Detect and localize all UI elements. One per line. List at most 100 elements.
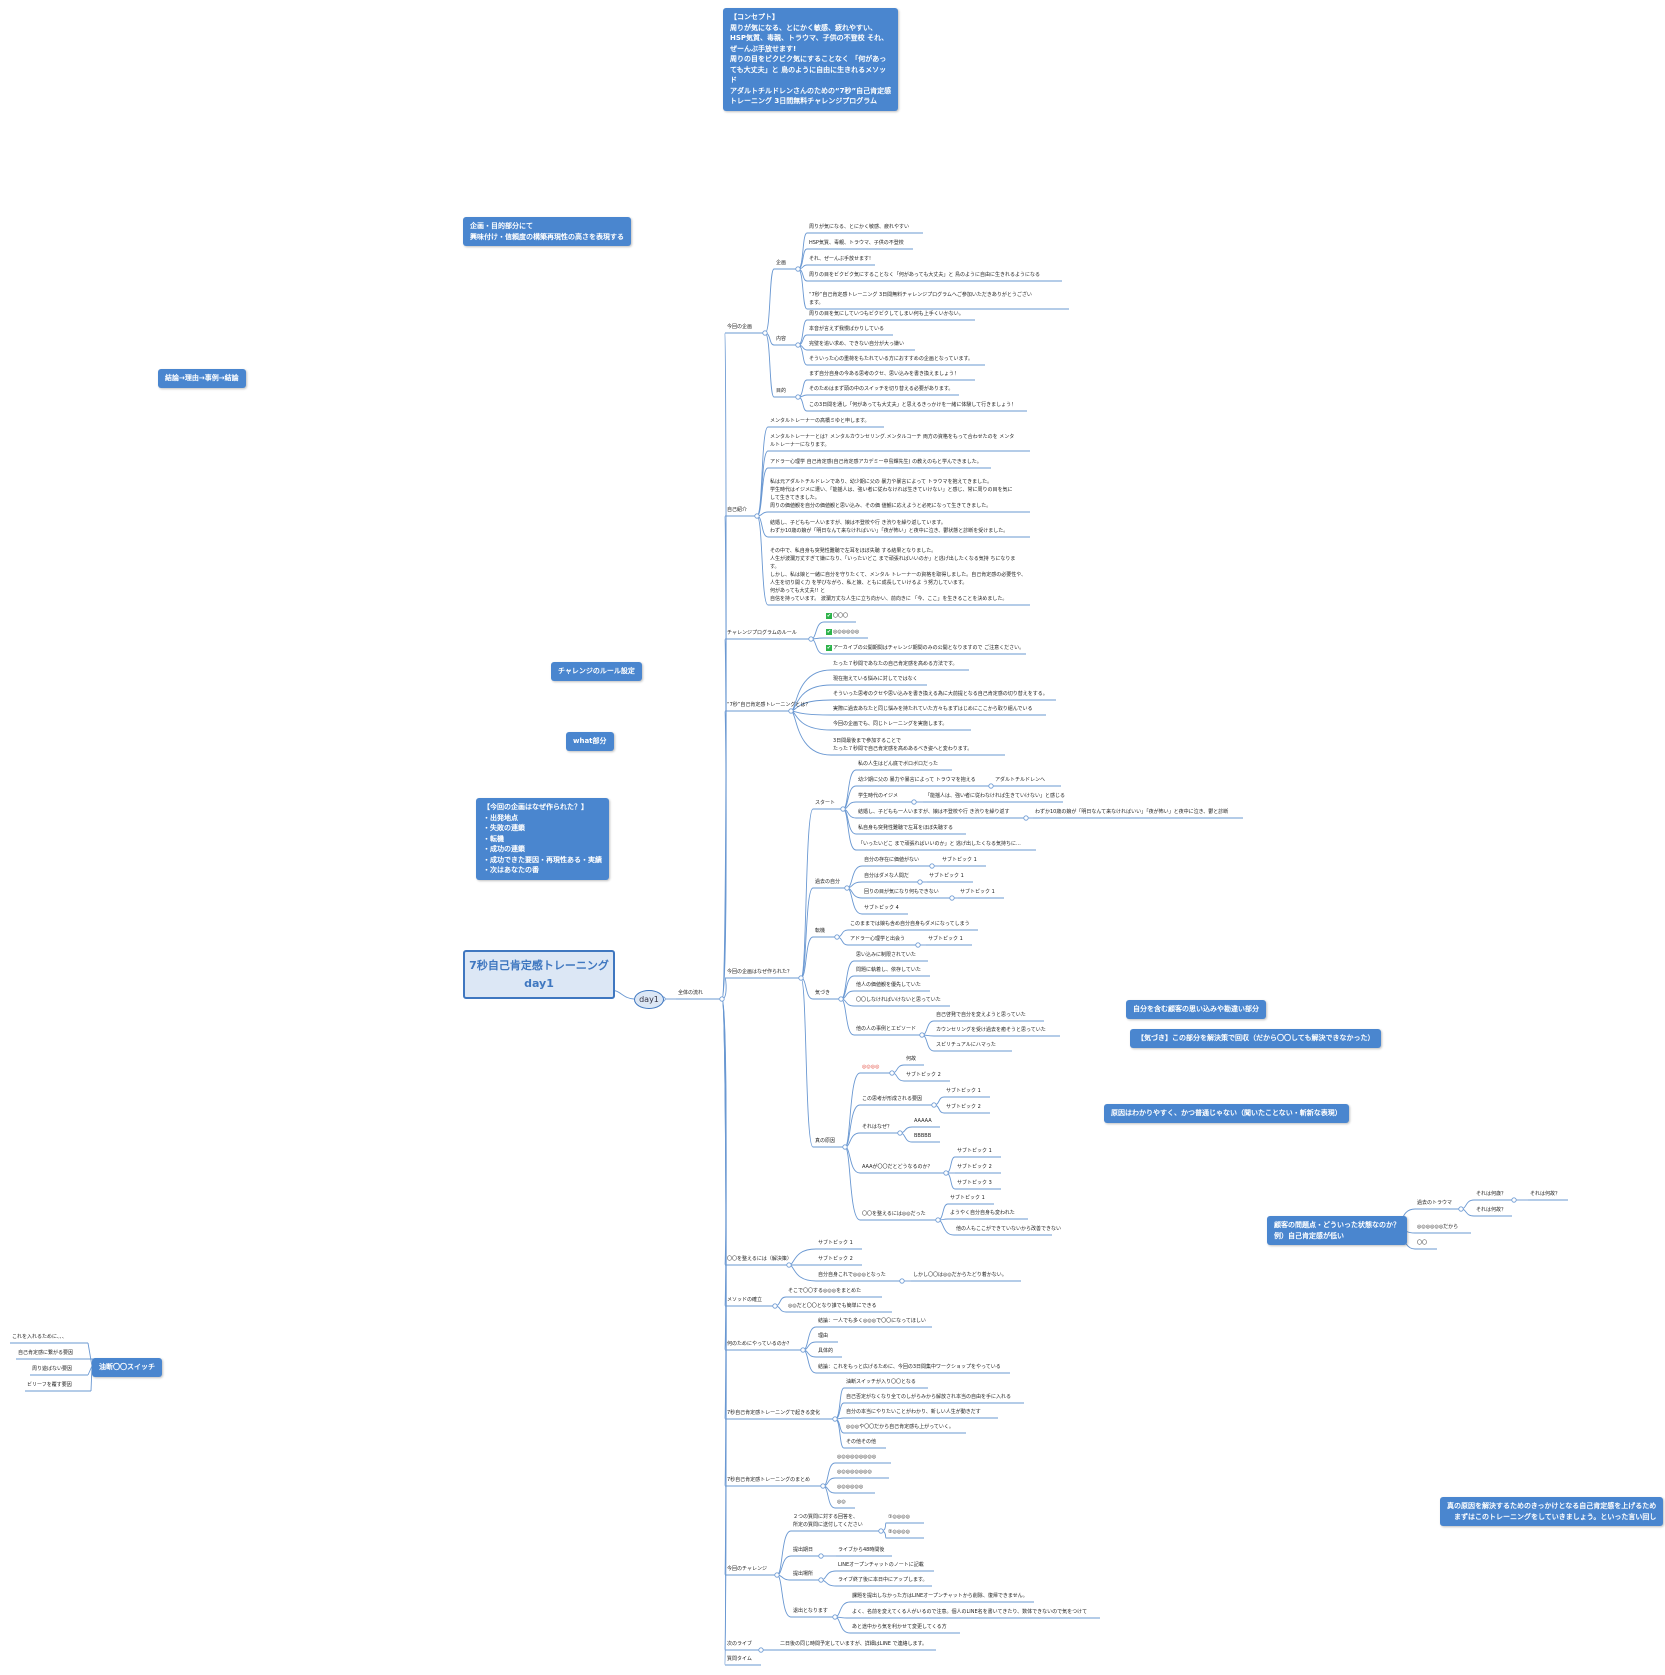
topic-sg2b[interactable]: サブトピック 2 [946,1104,981,1110]
topic-ka2[interactable]: 自分はダメな人間だ [864,873,909,879]
note-switch[interactable]: 油断〇〇スイッチ [92,1358,162,1377]
topic-to3a[interactable]: しかし〇〇は◎◎だからたどり着かない。 [913,1272,1007,1278]
topic-m1[interactable]: まず自分自身の今ある思考のクセ、思い込みを書き換えましょう！ [809,371,960,377]
topic-s5[interactable]: 今回の企画でも、同じトレーニングを実施します。 [833,721,948,727]
topic-shingen[interactable]: 真の原因 [815,1138,836,1144]
topic-kz5b[interactable]: カウンセリングを受け過去を癒そうと思っていた [936,1027,1046,1033]
topic-zentai[interactable]: 全体の流れ [678,990,704,996]
note-ketsuron[interactable]: 結論→理由→事例→結論 [158,369,246,388]
topic-ko1[interactable]: それは何歳？ [1476,1191,1507,1197]
topic-kz4[interactable]: 〇〇しなければいけないと思っていた [856,997,941,1003]
topic-sg1a[interactable]: 何故 [906,1056,917,1062]
topic-k3[interactable]: それ、ぜーんぶ手放せます! [809,256,872,262]
topic-ka4[interactable]: サブトピック 4 [864,905,899,911]
topic-rule[interactable]: チャレンジプログラムのルール [727,630,797,636]
note-genin[interactable]: 原因はわかりやすく、かつ普通じゃない（聞いたことない・斬新な表現） [1104,1104,1349,1123]
topic-na3[interactable]: 具体的 [818,1348,834,1354]
topic-method[interactable]: メソッドの確立 [727,1297,763,1303]
topic-h1[interactable]: 油断スイッチが入り〇〇となる [846,1379,916,1385]
topic-j5[interactable]: 結婚し、子どもも一人いますが、娘は不登校や行 き渋りを繰り返しています。 わずか… [770,520,1009,534]
topic-kako[interactable]: 過去の自分 [815,879,841,885]
topic-kizuki[interactable]: 気づき [815,990,831,996]
topic-kz5c[interactable]: スピリチュアルにハマった [936,1042,996,1048]
topic-k5[interactable]: “7秒”自己肯定感トレーニング 3日間無料チャレンジプログラムへご参加いただきあ… [809,292,1032,306]
day1-node[interactable]: day1 [634,990,664,1009]
topic-ko3[interactable]: ◎◎◎◎◎◎だから [1417,1224,1459,1230]
topic-n4[interactable]: そういった心の重荷をもたれている方におすすめの企画となっています。 [809,356,973,362]
topic-st2a[interactable]: アダルトチルドレンへ [995,777,1046,783]
topic-sw4[interactable]: ビリーフを覆す要因 [27,1382,72,1388]
topic-na1[interactable]: 結論：一人でも多く◎◎◎で〇〇になってほしい [818,1318,926,1324]
note-concept[interactable]: 【コンセプト】 周りが気になる、とにかく敏感、疲れやすい、 HSP気質、毒親、ト… [723,8,899,111]
topic-j2[interactable]: メンタルトレーナーとは？メンタルカウンセリング.メンタルコーチ 両方の資格をもっ… [770,434,1015,448]
topic-next-a[interactable]: 二日後の同じ時間予定していますが、詳細はLINE で連絡します。 [780,1641,928,1647]
topic-c4a[interactable]: 課題を提出しなかった方はLINEオープンチャットから削除、復帰できません。 [852,1593,1028,1599]
topic-h5[interactable]: その他その他 [846,1439,877,1445]
note-kizuki[interactable]: 【気づき】この部分を解決策で回収（だから〇〇しても解決できなかった） [1130,1029,1382,1048]
topic-sg3[interactable]: それはなぜ？ [862,1124,893,1130]
topic-sw2[interactable]: 自己肯定感に繋がる要因 [18,1350,74,1356]
topic-sg4c[interactable]: サブトピック 3 [957,1180,992,1186]
topic-c1b[interactable]: ②◎◎◎◎ [888,1529,910,1535]
topic-h2[interactable]: 自己否定がなくなり全てのしがらみから解放され本当の自由を手に入れる [846,1394,1012,1400]
topic-ko1a[interactable]: それは何故？ [1530,1191,1561,1197]
topic-mokuteki[interactable]: 目的 [776,388,787,394]
topic-j3[interactable]: アドラー心理学 自己肯定感(自己肯定感アカデミー中島輝先生) の教えのもと学んで… [770,459,982,465]
topic-st1[interactable]: 私の人生はどん底でボロボロだった [858,761,939,767]
topic-kikaku[interactable]: 企画 [776,260,787,266]
topic-kz5a[interactable]: 自己啓発で自分を変えようと思っていた [936,1012,1026,1018]
note-omoikomi[interactable]: 自分を含む顧客の思い込みや勘違い部分 [1126,1000,1266,1019]
topic-j1[interactable]: メンタルトレーナーの高橋ミゆと申します。 [770,418,870,424]
topic-m3[interactable]: この3日間を通し「何があっても大丈夫」と思えるきっかけを一緒に体験して行きましょ… [809,402,1017,408]
topic-me1[interactable]: そこで〇〇する◎◎◎をまとめた [788,1288,862,1294]
topic-konkai[interactable]: 今回の企画 [727,324,753,330]
topic-sg2[interactable]: この思考が形成される要因 [862,1096,923,1102]
topic-ma2[interactable]: ◎◎◎◎◎◎◎◎ [837,1469,872,1475]
topic-k1[interactable]: 周りが気になる、とにかく敏感、疲れやすい [809,224,910,230]
topic-henka[interactable]: 7秒自己肯定感トレーニングで起きる変化 [727,1410,821,1416]
topic-s3[interactable]: そういった思考のクセや思い込みを書き換える為に大前提となる自己肯定感の切り替えを… [833,691,1048,697]
topic-next[interactable]: 次のライブ [727,1641,753,1647]
topic-sg1[interactable]: ◎◎◎◎ [862,1064,880,1070]
note-rule[interactable]: チャレンジのルール設定 [551,662,642,681]
topic-ka2a[interactable]: サブトピック 1 [929,873,964,879]
topic-n1[interactable]: 周りの目を気にしていつもビクビクしてしまい何も上手くいかない。 [809,311,964,317]
topic-te2[interactable]: アドラー心理学と出会う [850,936,906,942]
topic-c1[interactable]: ２つの質問に対する回答を、 所定の質問に送付してください [793,1514,863,1528]
topic-seven[interactable]: “7秒”自己肯定感トレーニングとは？ [727,702,811,708]
topic-c3b[interactable]: ライブ終了後に本日中にアップします。 [838,1577,928,1583]
topic-c4b[interactable]: よく、名前を変えてくる人がいるので注意。個人のLINE名を書いてきたり、数体でき… [852,1609,1088,1615]
topic-sg5b[interactable]: ようやく自分自身も変われた [950,1210,1015,1216]
topic-sg4[interactable]: AAAが〇〇だとどうなるのか？ [862,1164,933,1170]
topic-n2[interactable]: 本音が言えず我慢ばかりしている [809,326,884,332]
topic-to1[interactable]: サブトピック 1 [818,1240,853,1246]
topic-ka3[interactable]: 回りの目が気になり何もできない [864,889,939,895]
topic-te2a[interactable]: サブトピック 1 [928,936,963,942]
topic-h3[interactable]: 自分の本当にやりたいことがわかり、新しい人生が動きだす [846,1409,981,1415]
topic-sw1[interactable]: これを入れるために、、、 [12,1334,67,1340]
topic-s4[interactable]: 実際に過去あなたと同じ悩みを持たれていた方々もまずはじめにここから取り組んでいる [833,706,1033,712]
topic-st4[interactable]: 結婚し、子どもも一人いますが、娘は不登校や行 き渋りを繰り返す [858,809,1010,815]
topic-st5[interactable]: 私自身も突発性難聴で左耳をほぼ失聴する [858,825,954,831]
note-kikaku[interactable]: 企画・目的部分にて 興味付け・信頼度の構築再現性の高さを表現する [463,217,631,246]
topic-matome[interactable]: 7秒自己肯定感トレーニングのまとめ [727,1477,811,1483]
topic-sg4a[interactable]: サブトピック 1 [957,1148,992,1154]
topic-qa[interactable]: 質問タイム [727,1656,752,1662]
note-shin[interactable]: 真の原因を解決するためのきっかけとなる自己肯定感を上げるため まずはこのトレーニ… [1440,1497,1664,1526]
topic-c4c[interactable]: あと途中から気を利かせて変更してくる方 [852,1624,947,1630]
topic-c3[interactable]: 提出場所 [793,1571,814,1577]
topic-n3[interactable]: 完璧を追い求め、できない自分が大っ嫌い [809,341,905,347]
topic-sg3a[interactable]: AAAAA [914,1118,932,1124]
topic-j6[interactable]: その中で、私自身も突発性難聴で左耳をほぼ失聴 する結果となりました。 人生が波瀾… [770,548,1027,602]
topic-ka1a[interactable]: サブトピック 1 [942,857,977,863]
topic-sg5[interactable]: 〇〇を整えるには◎◎だった [862,1211,926,1217]
topic-naze[interactable]: 今回の企画はなぜ作られた？ [727,969,793,975]
topic-kz3[interactable]: 他人の価値観を優先していた [856,982,921,988]
topic-sw3[interactable]: 周り遊ばない要因 [32,1366,73,1372]
topic-ka1[interactable]: 自分の存在に価値がない [864,857,920,863]
topic-st2[interactable]: 幼少期に父の 暴力や暴言によって トラウマを抱える [858,777,976,783]
topic-st4a[interactable]: わずか10歳の娘が「明日なんて来なければいい」「夜が怖い」と夜中に泣き、鬱と診断 [1035,809,1229,815]
central-topic[interactable]: 7秒自己肯定感トレーニング day1 [463,950,615,1000]
note-what[interactable]: what部分 [566,732,614,751]
topic-c1a[interactable]: ①◎◎◎◎ [888,1514,910,1520]
